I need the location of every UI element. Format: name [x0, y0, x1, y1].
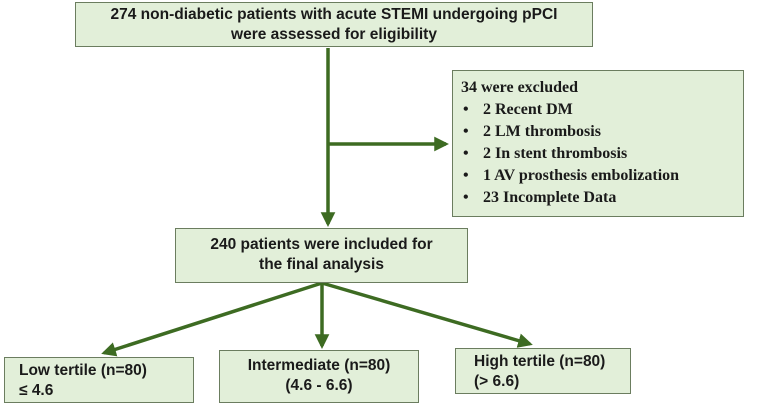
low-tertile-box: Low tertile (n=80) ≤ 4.6 [4, 357, 194, 403]
excluded-title: 34 were excluded [461, 79, 579, 96]
assessed-line-1: 274 non-diabetic patients with acute STE… [110, 6, 558, 23]
included-box: 240 patients were included for the final… [175, 228, 468, 283]
high-tertile-label: High tertile (n=80) [474, 353, 606, 370]
exclusion-item: 2 In stent thrombosis [461, 143, 735, 165]
exclusion-list: 2 Recent DM 2 LM thrombosis 2 In stent t… [461, 99, 735, 209]
high-tertile-box: High tertile (n=80) (> 6.6) [455, 348, 631, 394]
included-line-1: 240 patients were included for [210, 236, 433, 253]
low-tertile-label: Low tertile (n=80) [19, 362, 147, 379]
arrow-to-low [101, 281, 323, 357]
intermediate-tertile-label: Intermediate (n=80) [247, 357, 391, 374]
high-tertile-range: (> 6.6) [474, 373, 520, 390]
exclusion-item: 1 AV prosthesis embolization [461, 165, 735, 187]
arrow-to-high [321, 281, 533, 348]
assessed-line-2: were assessed for eligibility [231, 26, 437, 43]
exclusion-item: 2 Recent DM [461, 99, 735, 121]
low-tertile-range: ≤ 4.6 [19, 382, 54, 399]
exclusion-item: 23 Incomplete Data [461, 187, 735, 209]
exclusion-item: 2 LM thrombosis [461, 121, 735, 143]
excluded-box: 34 were excluded 2 Recent DM 2 LM thromb… [452, 70, 744, 217]
intermediate-tertile-range: (4.6 - 6.6) [285, 377, 353, 394]
intermediate-tertile-box: Intermediate (n=80) (4.6 - 6.6) [219, 350, 419, 403]
included-line-2: the final analysis [259, 256, 384, 273]
assessed-box: 274 non-diabetic patients with acute STE… [75, 2, 593, 47]
